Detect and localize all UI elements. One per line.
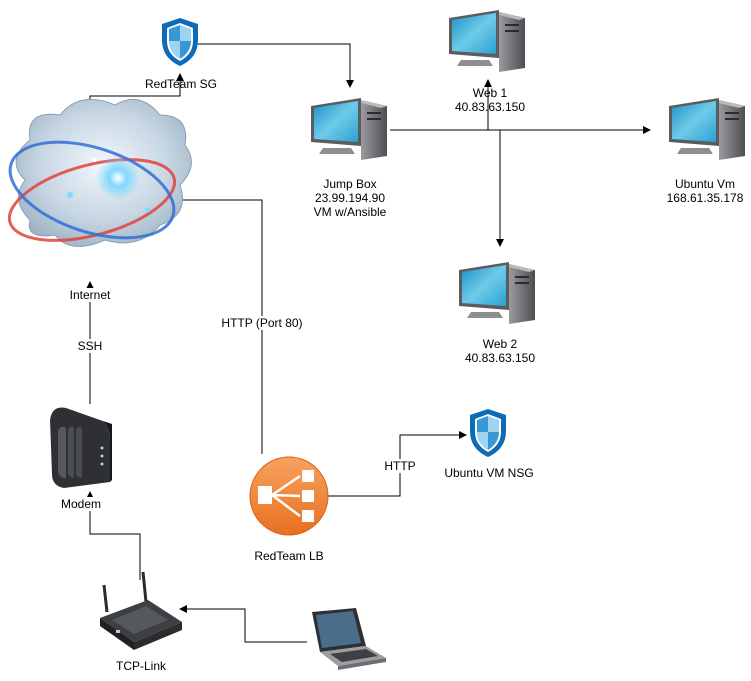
edge-laptop-router xyxy=(179,605,307,643)
jump-box-ip: 23.99.194.90 xyxy=(314,191,386,205)
router-label: TCP-Link xyxy=(115,659,166,673)
server-icon xyxy=(311,98,387,160)
edge-lb-internet xyxy=(180,199,263,454)
router-icon xyxy=(100,571,182,650)
server-icon xyxy=(449,10,525,72)
jump-box-label: Jump Box 23.99.194.90 VM w/Ansible xyxy=(300,177,400,219)
internet-label: Internet xyxy=(62,288,118,302)
ssh-edge-label: SSH xyxy=(72,339,108,353)
jump-box-desc: VM w/Ansible xyxy=(313,205,387,219)
shield-icon xyxy=(162,18,198,66)
modem-label: Modem xyxy=(56,497,106,511)
jump-box-name: Jump Box xyxy=(323,177,377,191)
cloud-icon xyxy=(7,98,192,247)
load-balancer-label: RedTeam LB xyxy=(254,549,324,563)
laptop-icon xyxy=(312,608,386,670)
ubuntu-nsg-label: Ubuntu VM NSG xyxy=(444,466,534,480)
modem-icon xyxy=(50,407,112,488)
shield-icon xyxy=(470,409,506,457)
server-icon xyxy=(459,262,535,324)
web1-label: Web 1 40.83.63.150 xyxy=(440,86,540,114)
web1-name: Web 1 xyxy=(472,86,508,100)
web2-label: Web 2 40.83.63.150 xyxy=(450,337,550,365)
web2-name: Web 2 xyxy=(482,337,518,351)
web2-ip: 40.83.63.150 xyxy=(464,351,536,365)
ubuntu-vm-ip: 168.61.35.178 xyxy=(666,191,744,205)
redteam-sg-label: RedTeam SG xyxy=(144,77,218,91)
web1-ip: 40.83.63.150 xyxy=(454,100,526,114)
http-port80-edge-label: HTTP (Port 80) xyxy=(218,316,306,330)
server-icon xyxy=(669,98,745,160)
ubuntu-vm-label: Ubuntu Vm 168.61.35.178 xyxy=(660,177,750,205)
edge-sg-jumpbox xyxy=(198,43,354,88)
edge-router-modem xyxy=(86,491,141,580)
http-edge-label: HTTP xyxy=(383,459,417,473)
ubuntu-vm-name: Ubuntu Vm xyxy=(674,177,736,191)
load-balancer-icon xyxy=(249,456,329,536)
edges xyxy=(86,43,651,643)
